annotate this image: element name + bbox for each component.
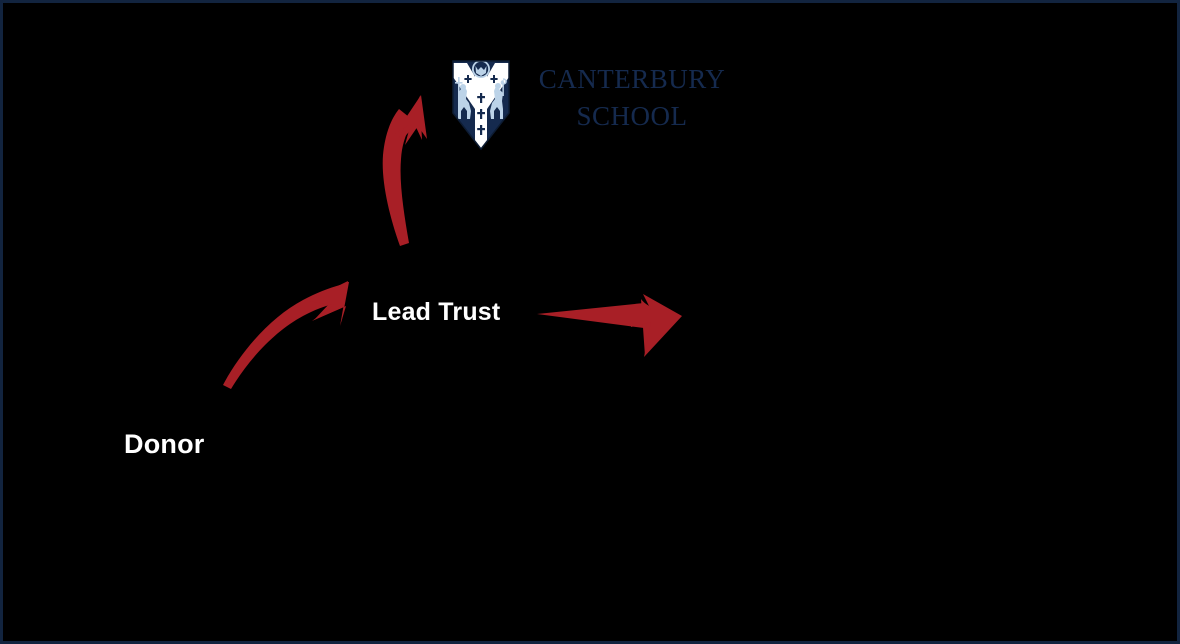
wordmark-line-canterbury: Canterbury — [538, 55, 726, 97]
canterbury-school-crest-icon — [447, 53, 515, 153]
canterbury-school-wordmark: Canterbury School — [519, 55, 745, 135]
arrow-lead-trust-to-school — [382, 95, 427, 246]
diagram-arrow-layer — [223, 95, 682, 389]
arrow-lead-trust-to-right — [537, 294, 682, 357]
node-label-lead-trust: Lead Trust — [372, 298, 501, 326]
wordmark-line-school: School — [576, 92, 688, 135]
canterbury-school-logo: Canterbury School — [447, 53, 747, 163]
node-label-donor: Donor — [124, 429, 205, 459]
arrow-donor-to-lead-trust — [223, 281, 349, 389]
